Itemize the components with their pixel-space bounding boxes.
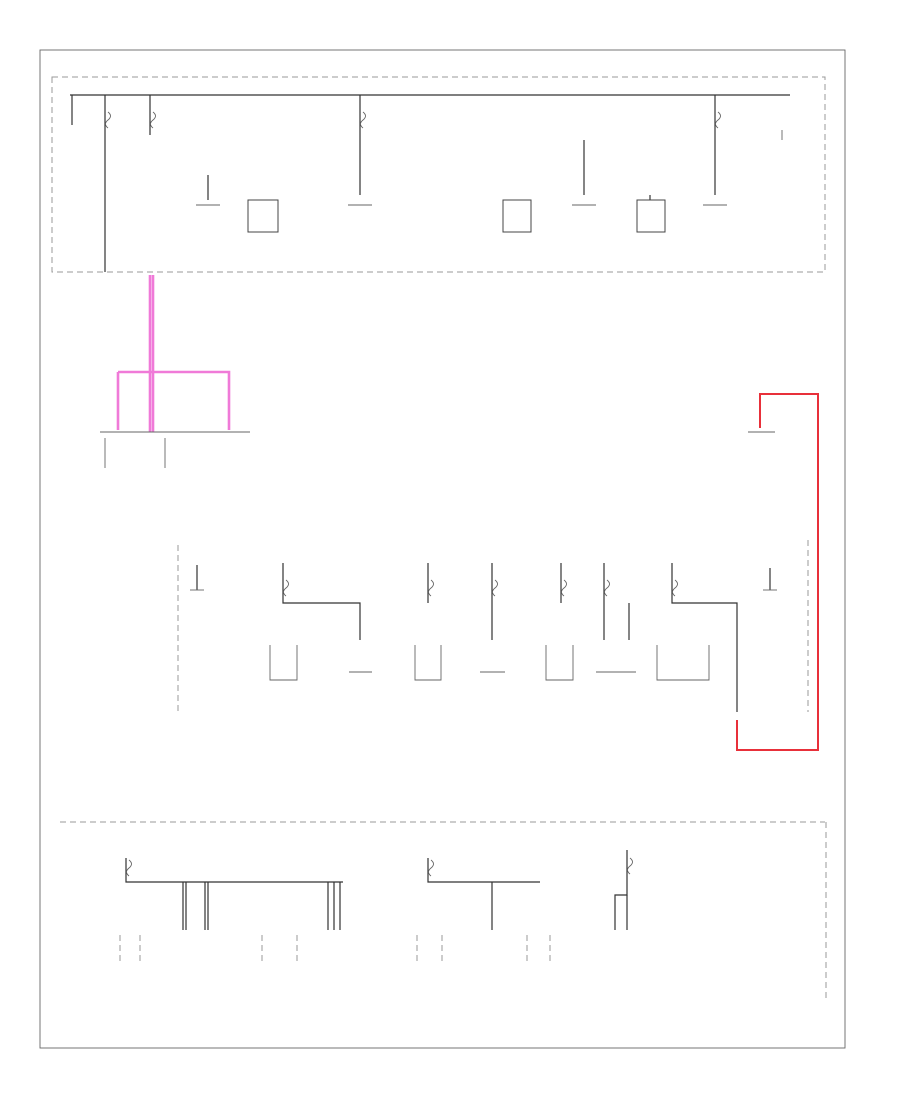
red-harness bbox=[736, 393, 819, 751]
outer-frame bbox=[39, 49, 846, 1049]
top-component-2 bbox=[502, 199, 532, 233]
top-fuse-block bbox=[51, 76, 826, 273]
left-connector-lines bbox=[100, 431, 250, 468]
middle-block bbox=[177, 540, 809, 712]
top-fuse-block-outline bbox=[51, 76, 826, 273]
bottom-block bbox=[60, 821, 827, 1000]
top-component-3 bbox=[636, 199, 666, 233]
top-component-1 bbox=[247, 199, 279, 233]
pink-harness bbox=[116, 275, 231, 432]
